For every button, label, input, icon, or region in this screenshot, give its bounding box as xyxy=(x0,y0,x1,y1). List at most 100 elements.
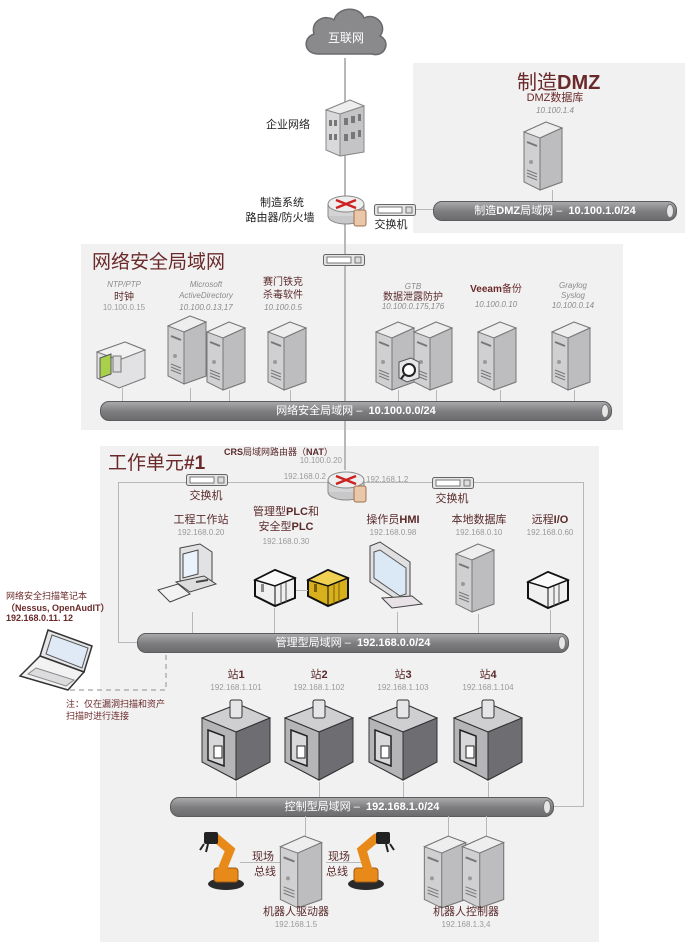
crs-router-label: CRS局域网路由器（NAT） xyxy=(224,445,333,458)
drop-line xyxy=(236,782,237,798)
fieldbus-left-1: 现场 xyxy=(252,851,274,863)
managed-plc-icon xyxy=(252,568,298,608)
crs-left-ip: 192.168.0.2 xyxy=(283,472,326,481)
dmz-link-line xyxy=(416,209,434,210)
cnc-station-icon xyxy=(283,699,355,781)
mfg-router-label-2: 路由器/防火墙 xyxy=(245,212,315,224)
av-name-2: 杀毒软件 xyxy=(263,290,303,301)
scanner-note-2: 扫描时进行连接 xyxy=(66,711,130,721)
ctrl-bus-net: 192.168.1.0/24 xyxy=(365,801,440,813)
robot-ctrl-name: 机器人控制器 xyxy=(433,906,499,918)
robot-controller-server-2-icon xyxy=(461,835,505,909)
workcell-link-mgmt xyxy=(118,642,138,643)
remote-io-icon xyxy=(525,570,571,610)
ntp-name-2: 时钟 xyxy=(114,292,134,303)
dmz-bus-mid: 局域网 – xyxy=(520,205,563,217)
station-name: 站2 xyxy=(287,669,351,682)
dmz-title: 制造DMZ xyxy=(517,66,600,95)
plc-link-line xyxy=(296,590,308,591)
drop-line xyxy=(398,390,399,402)
drop-line xyxy=(448,816,449,836)
station-ip: 192.168.1.102 xyxy=(293,683,345,692)
bus-end-cap xyxy=(666,204,674,218)
robot-controller-server-1-icon xyxy=(423,835,467,909)
plc-name-2-pre: 安全型 xyxy=(258,521,292,533)
station-ip: 192.168.1.104 xyxy=(462,683,514,692)
internet-label: 互联网 xyxy=(327,31,364,45)
drop-line xyxy=(488,782,489,798)
robot-ctrl-ip: 192.168.1.3,4 xyxy=(441,920,491,929)
graylog-name-1: Graylog xyxy=(558,281,587,290)
dmz-bus-net: 10.100.1.0/24 xyxy=(568,205,636,217)
station-name-bold: 2 xyxy=(321,669,328,681)
ad-ip: 10.100.0.13,17 xyxy=(179,303,233,312)
ad-name-1: Microsoft xyxy=(189,280,223,289)
workcell-switch-left-label: 交换机 xyxy=(189,490,223,502)
dmz-bus-bold: DMZ xyxy=(496,205,521,217)
drop-line xyxy=(274,608,275,634)
scanner-label-1: 网络安全扫描笔记本 xyxy=(6,591,88,601)
local-db-server-icon xyxy=(454,543,496,613)
hmi-name-bold: HMI xyxy=(399,514,420,526)
remote-io-name-pre: 远程 xyxy=(531,514,554,526)
station-name-pre: 站 xyxy=(227,669,239,681)
plc-name-1: 管理型PLC和 xyxy=(246,506,326,519)
security-bus-net: 10.100.0.0/24 xyxy=(368,405,436,417)
bus-end-cap xyxy=(601,404,609,418)
enterprise-label: 企业网络 xyxy=(266,119,310,131)
veeam-server-icon xyxy=(476,321,518,391)
mgmt-bus-label: 管理型局域网 – xyxy=(275,637,351,649)
veeam-name-bold: Veeam xyxy=(470,284,502,295)
crs-router-ip: 10.100.0.20 xyxy=(299,456,342,465)
remote-io-name: 远程I/O xyxy=(520,514,580,527)
workcell-region xyxy=(100,446,599,942)
crs-label-mid: 局域网路由器（ xyxy=(243,447,307,457)
ad-server-1-icon xyxy=(166,315,208,385)
plc-name-2: 安全型PLC xyxy=(246,521,326,534)
gtb-name-1: GTB xyxy=(404,282,422,291)
remote-io-ip: 192.168.0.60 xyxy=(526,528,574,537)
workcell-title-text: 工作单元 xyxy=(108,453,185,474)
dmz-title-prefix: 制造 xyxy=(517,72,557,94)
bus-end-cap xyxy=(543,800,551,814)
cnc-station-icon xyxy=(452,699,524,781)
dmz-bus-prefix: 制造 xyxy=(474,205,497,217)
dmz-drop-line xyxy=(552,190,553,202)
station-name: 站4 xyxy=(456,669,520,682)
plc-name-1-post: 和 xyxy=(308,506,319,518)
fieldbus-right-2: 总线 xyxy=(326,866,348,878)
drop-line xyxy=(229,390,230,402)
workcell-link-right xyxy=(583,482,584,806)
station-ip: 192.168.1.103 xyxy=(377,683,429,692)
dlp-magnifier-icon xyxy=(398,357,420,383)
gtb-server-2-icon xyxy=(412,321,454,391)
workcell-title-bold: #1 xyxy=(184,453,206,474)
mfg-router-label-1: 制造系统 xyxy=(260,197,304,209)
cloud-icon xyxy=(305,8,387,56)
robot-arm-left-icon xyxy=(199,832,244,890)
fieldbus-line-right xyxy=(326,862,366,863)
veeam-ip: 10.100.0.10 xyxy=(474,300,518,309)
drop-line xyxy=(550,610,551,634)
gtb-ip: 10.100.0.175,176 xyxy=(381,302,445,311)
gtb-name-2: 数据泄露防护 xyxy=(383,292,443,303)
workcell-link-ctrl xyxy=(553,806,584,807)
crs-label-bold: CRS xyxy=(224,447,244,457)
av-name-1: 赛门铁克 xyxy=(263,277,303,288)
security-bus: 网络安全局域网 – 10.100.0.0/24 xyxy=(100,401,612,421)
workcell-link-top-right xyxy=(364,482,584,483)
hmi-monitor-icon xyxy=(369,541,424,609)
crs-right-ip: 192.168.1.2 xyxy=(366,475,409,484)
drop-line xyxy=(436,390,437,402)
drop-line xyxy=(192,612,193,634)
cnc-station-icon xyxy=(200,699,272,781)
drop-line xyxy=(403,782,404,798)
veeam-name-rest: 备份 xyxy=(501,284,522,295)
plc-ip: 192.168.0.30 xyxy=(262,537,310,546)
safety-plc-icon xyxy=(305,568,351,608)
veeam-name: Veeam备份 xyxy=(466,283,526,296)
hmi-ip: 192.168.0.98 xyxy=(369,528,417,537)
fieldbus-left-2: 总线 xyxy=(254,866,276,878)
drop-line xyxy=(478,614,479,634)
